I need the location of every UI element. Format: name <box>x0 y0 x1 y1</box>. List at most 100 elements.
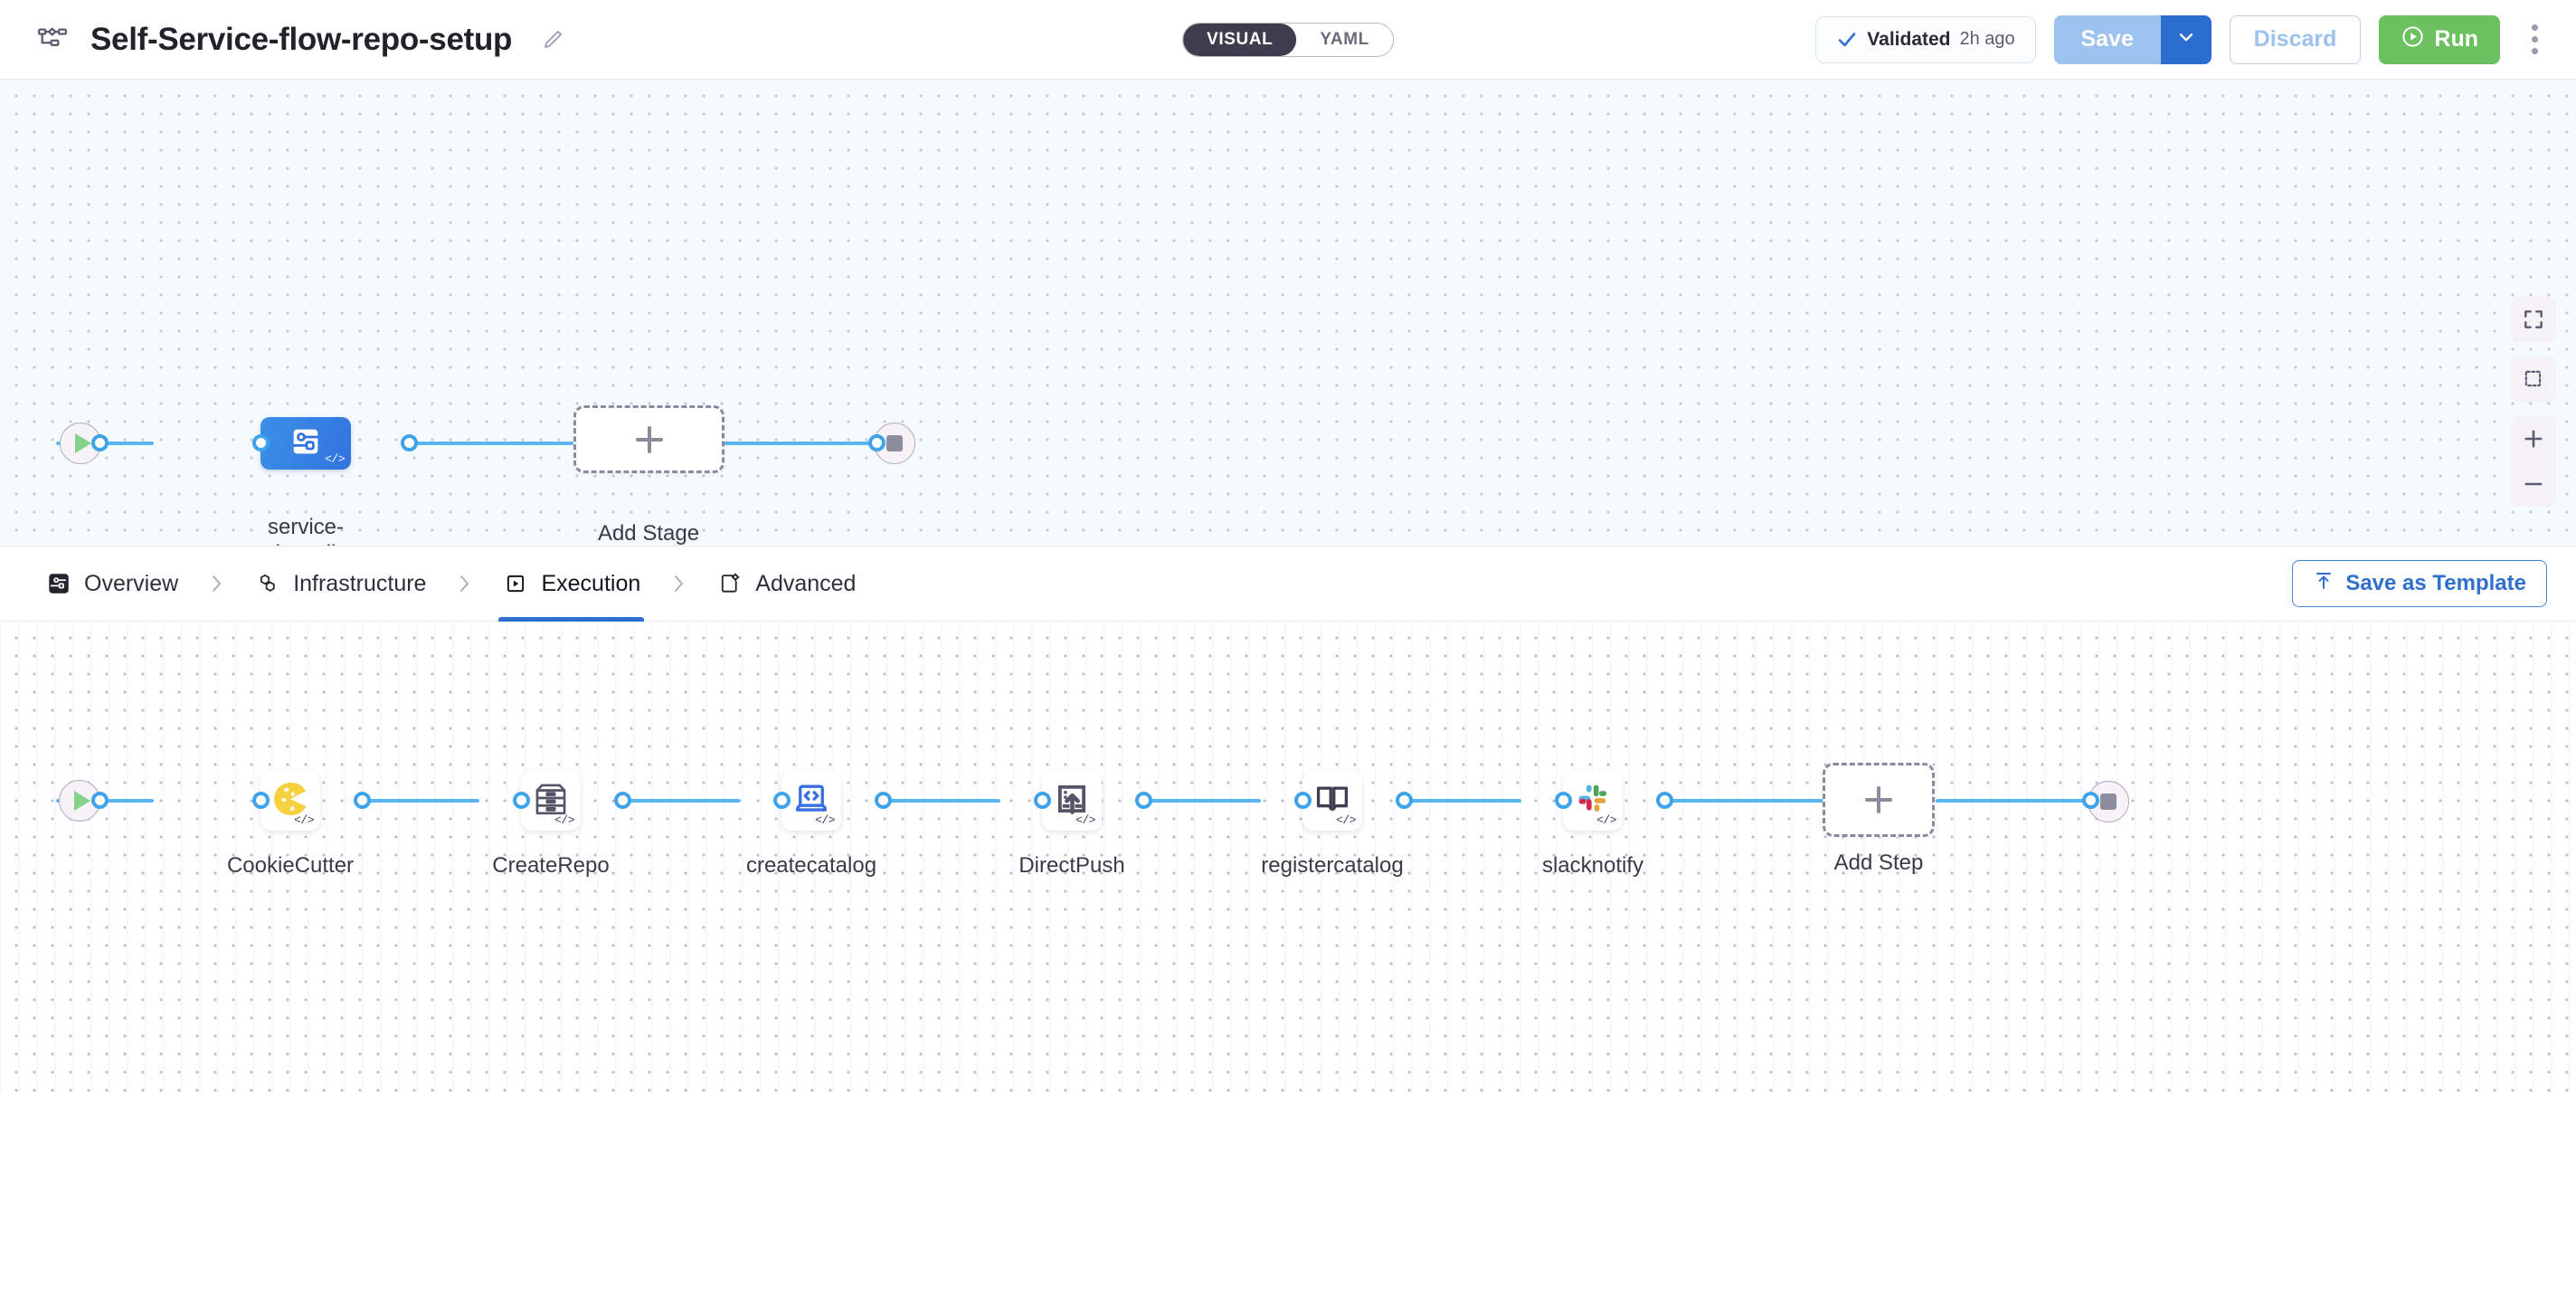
check-icon <box>1836 29 1858 51</box>
edge-stage-to-addstage <box>409 442 573 445</box>
validated-timestamp: 2h ago <box>1959 29 2015 49</box>
chevron-down-icon <box>2176 27 2196 52</box>
save-button[interactable]: Save <box>2053 14 2161 64</box>
stage-end-port[interactable] <box>868 434 886 451</box>
step-6-output-port[interactable] <box>1656 792 1673 809</box>
stage-config-tabbar: Overview Infrastructure Execution <box>0 546 2576 622</box>
step-2-output-port[interactable] <box>614 792 631 809</box>
pipeline-flow-icon <box>34 22 71 58</box>
stop-square-icon <box>2100 794 2117 810</box>
step-6-label: slacknotify <box>1541 853 1644 878</box>
app-header: Self-Service-flow-repo-setup VISUAL YAML… <box>0 0 2576 80</box>
stage-start-port[interactable] <box>91 434 109 451</box>
open-book-icon <box>1313 780 1351 822</box>
header-actions: Validated 2h ago Save Discard Run <box>1815 14 2551 64</box>
stop-square-icon <box>886 435 903 451</box>
kebab-menu-icon[interactable] <box>2518 15 2551 64</box>
save-dropdown-button[interactable] <box>2160 14 2211 64</box>
step-node-slacknotify[interactable]: </> <box>1563 771 1623 831</box>
step-3-output-port[interactable] <box>875 792 892 809</box>
code-badge: </> <box>1075 813 1095 827</box>
stage-node-service-onboarding[interactable]: </> <box>260 417 351 470</box>
chevron-right-icon <box>430 570 498 597</box>
run-label: Run <box>2434 26 2478 52</box>
code-badge: </> <box>815 813 835 827</box>
add-stage-label: Add Stage <box>597 521 700 546</box>
edge-addstage-to-end <box>724 442 877 445</box>
view-mode-toggle[interactable]: VISUAL YAML <box>1182 22 1394 57</box>
step-1-input-port[interactable] <box>252 792 270 809</box>
step-4-output-port[interactable] <box>1135 792 1152 809</box>
canvas-zoom-controls[interactable] <box>2511 297 2556 507</box>
pencil-edit-icon[interactable] <box>537 24 568 55</box>
save-as-template-label: Save as Template <box>2345 571 2526 595</box>
step-node-registercatalog[interactable]: </> <box>1302 771 1362 831</box>
chevron-right-icon <box>182 570 251 597</box>
edge-step-2-to-3 <box>622 799 740 803</box>
edge-step-3-to-4 <box>883 799 1000 803</box>
step-5-output-port[interactable] <box>1396 792 1413 809</box>
play-icon <box>73 791 90 811</box>
step-1-output-port[interactable] <box>354 792 371 809</box>
stage-node-input-port[interactable] <box>252 434 270 451</box>
run-button[interactable]: Run <box>2379 14 2500 64</box>
deployment-stage-icon <box>288 423 324 464</box>
edge-step-1-to-2 <box>362 799 479 803</box>
execution-start-port[interactable] <box>91 792 109 809</box>
step-2-input-port[interactable] <box>513 792 530 809</box>
tab-advanced[interactable]: Advanced <box>713 546 859 621</box>
step-3-input-port[interactable] <box>773 792 791 809</box>
code-badge: </> <box>1336 813 1356 827</box>
play-icon <box>74 433 91 453</box>
step-node-createrepo[interactable]: </> <box>521 771 581 831</box>
archive-drawer-icon <box>532 780 570 822</box>
header-left-group: Self-Service-flow-repo-setup <box>34 22 568 58</box>
execution-canvas[interactable]: </> CookieCutter </> CreateRepo <box>0 622 2576 1092</box>
fit-to-screen-icon[interactable] <box>2511 297 2556 342</box>
step-4-input-port[interactable] <box>1034 792 1051 809</box>
tab-advanced-label: Advanced <box>755 570 857 596</box>
page-title: Self-Service-flow-repo-setup <box>90 21 513 57</box>
step-node-cookiecutter[interactable]: </> <box>260 771 320 831</box>
stage-node-output-port[interactable] <box>401 434 418 451</box>
step-2-label: CreateRepo <box>492 853 610 878</box>
code-badge: </> <box>1596 813 1616 827</box>
tab-overview[interactable]: Overview <box>42 546 182 621</box>
step-4-label: DirectPush <box>1018 853 1125 878</box>
add-stage-button[interactable] <box>573 405 724 473</box>
laptop-code-icon <box>792 780 830 822</box>
add-step-button[interactable] <box>1823 763 1935 837</box>
save-button-group[interactable]: Save <box>2053 14 2211 64</box>
zoom-in-icon[interactable] <box>2511 416 2556 461</box>
stage-canvas[interactable]: </> service- onboarding Add Stage <box>0 80 2576 546</box>
selection-box-icon[interactable] <box>2511 356 2556 402</box>
tab-infrastructure[interactable]: Infrastructure <box>251 546 430 621</box>
step-3-label: createcatalog <box>745 853 877 878</box>
zoom-in-out-group[interactable] <box>2511 416 2556 507</box>
execution-icon <box>502 570 529 597</box>
code-badge: </> <box>554 813 574 827</box>
toggle-option-visual[interactable]: VISUAL <box>1183 23 1297 56</box>
code-badge: </> <box>325 452 345 466</box>
step-1-label: CookieCutter <box>226 853 355 878</box>
cookie-icon <box>270 779 310 823</box>
zoom-out-icon[interactable] <box>2511 461 2556 507</box>
save-as-template-button[interactable]: Save as Template <box>2292 560 2547 607</box>
upload-template-icon <box>2313 570 2334 598</box>
execution-end-port[interactable] <box>2082 792 2099 809</box>
step-6-input-port[interactable] <box>1555 792 1572 809</box>
chevron-right-icon <box>644 570 713 597</box>
toggle-option-yaml[interactable]: YAML <box>1320 29 1369 49</box>
slack-icon <box>1574 780 1612 822</box>
add-step-label: Add Step <box>1833 851 1924 875</box>
tab-execution[interactable]: Execution <box>498 546 645 622</box>
infrastructure-icon <box>254 570 281 597</box>
step-node-directpush[interactable]: </> <box>1042 771 1102 831</box>
tab-overview-label: Overview <box>84 570 179 596</box>
discard-button[interactable]: Discard <box>2229 14 2362 64</box>
edge-step-6-to-addstep <box>1664 799 1827 803</box>
edge-addstep-to-end <box>1936 799 2089 803</box>
step-node-createcatalog[interactable]: </> <box>781 771 841 831</box>
status-badge-validated: Validated 2h ago <box>1815 15 2036 63</box>
step-5-input-port[interactable] <box>1294 792 1312 809</box>
